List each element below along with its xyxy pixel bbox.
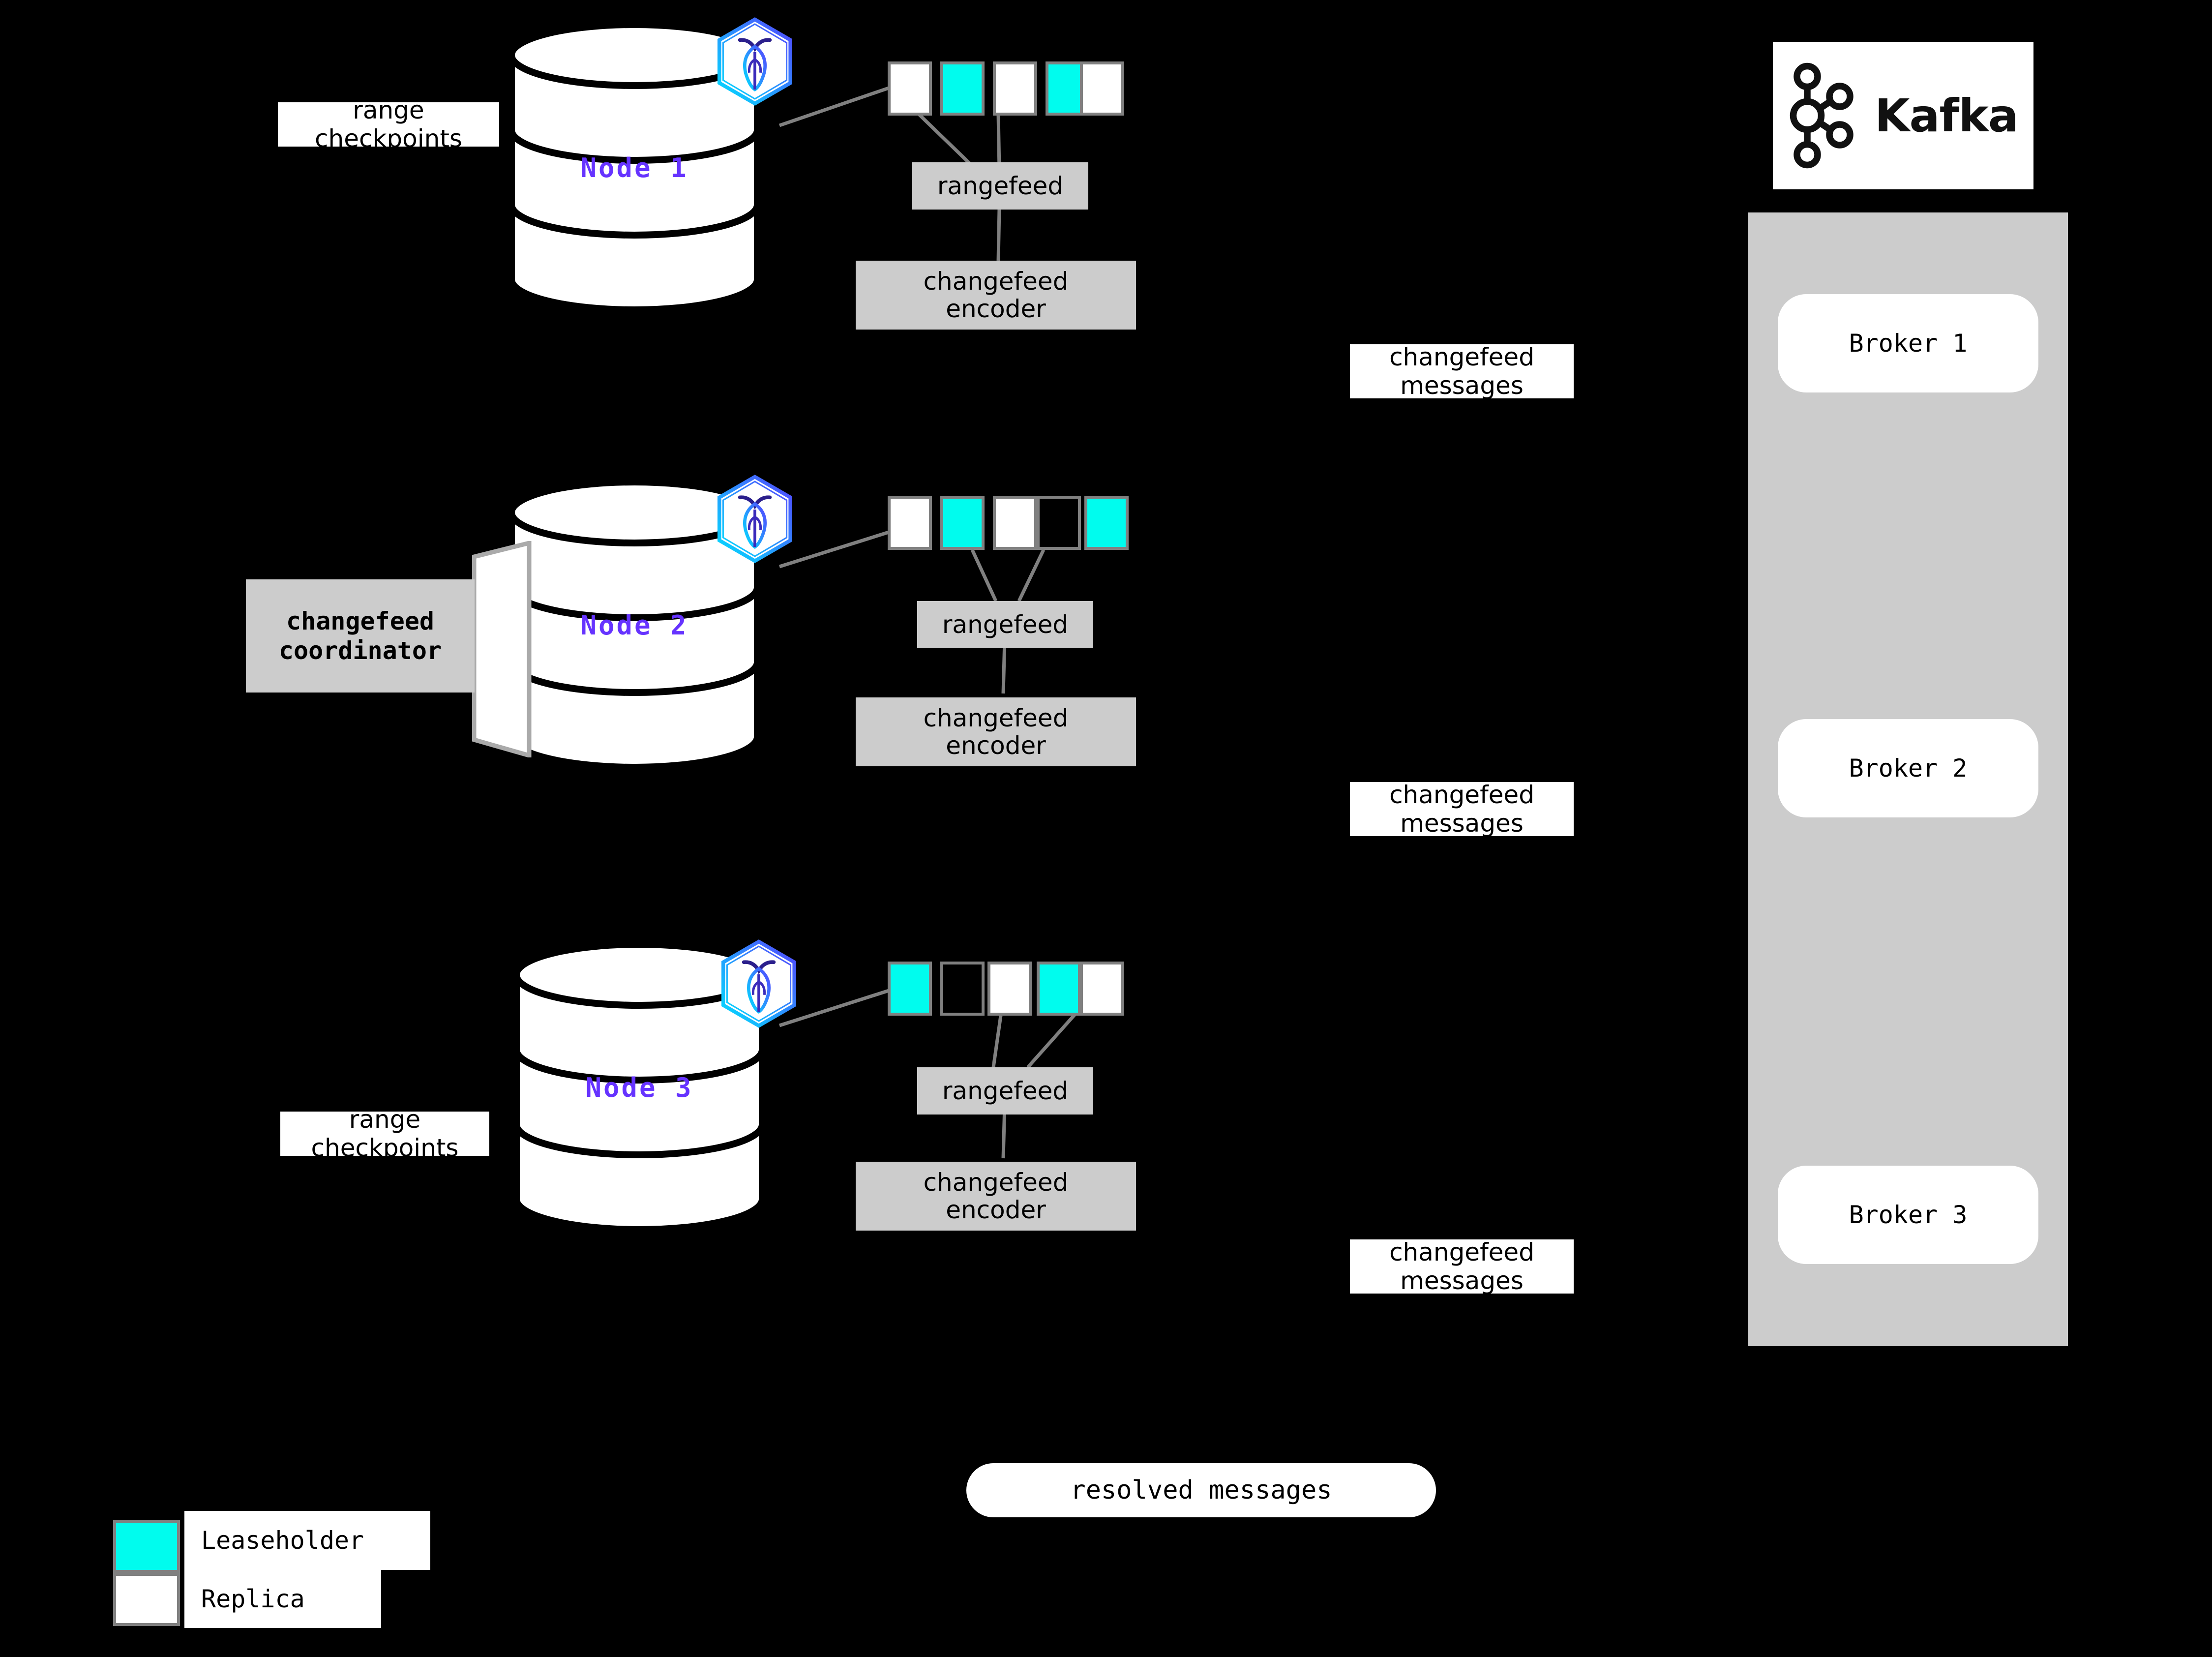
range-checkpoints-line1: range bbox=[349, 1105, 421, 1134]
range-checkpoints-line2: checkpoints bbox=[315, 124, 462, 153]
rangefeed-label: rangefeed bbox=[942, 1077, 1069, 1105]
legend-swatch-leaseholder bbox=[113, 1520, 180, 1573]
legend-swatch-replica bbox=[113, 1573, 180, 1626]
rangefeed-label: rangefeed bbox=[942, 610, 1069, 639]
rangefeed-label: rangefeed bbox=[937, 172, 1064, 200]
encoder-line2: encoder bbox=[946, 1196, 1046, 1224]
encoder-line1: changefeed bbox=[923, 1168, 1069, 1197]
range-box-replica[interactable] bbox=[993, 61, 1037, 116]
node-1-cylinder: Node 1 bbox=[507, 20, 762, 315]
range-checkpoints-line2: checkpoints bbox=[311, 1134, 459, 1162]
range-box-leaseholder[interactable] bbox=[888, 962, 932, 1016]
encoder-line2: encoder bbox=[946, 731, 1046, 760]
changefeed-coordinator-box[interactable]: changefeed coordinator bbox=[246, 579, 475, 693]
cockroachdb-hexagon-icon bbox=[712, 937, 806, 1030]
node-2-rangefeed-box[interactable]: rangefeed bbox=[917, 601, 1093, 648]
range-box-empty[interactable] bbox=[940, 962, 985, 1016]
kafka-brand-label: Kafka bbox=[1875, 89, 2019, 142]
broker-label: Broker 1 bbox=[1849, 329, 1968, 358]
edge-label-line2: messages bbox=[1400, 1266, 1524, 1295]
broker-1-box[interactable]: Broker 1 bbox=[1778, 294, 2038, 392]
kafka-nodes-icon bbox=[1790, 62, 1853, 169]
range-box-empty[interactable] bbox=[1037, 496, 1081, 550]
range-checkpoints-line1: range bbox=[353, 96, 424, 124]
broker-label: Broker 3 bbox=[1849, 1201, 1968, 1229]
changefeed-messages-label: changefeed messages bbox=[1350, 781, 1574, 838]
legend-label-leaseholder: Leaseholder bbox=[184, 1511, 430, 1570]
edge-label-line2: messages bbox=[1400, 371, 1524, 400]
node-3-rangefeed-box[interactable]: rangefeed bbox=[917, 1067, 1093, 1115]
edge-label-line1: changefeed bbox=[1389, 343, 1534, 371]
range-box-replica[interactable] bbox=[888, 61, 932, 116]
range-box-leaseholder[interactable] bbox=[1084, 496, 1129, 550]
cockroachdb-hexagon-icon bbox=[708, 15, 802, 108]
cockroachdb-hexagon-icon bbox=[708, 472, 802, 566]
coordinator-line2: coordinator bbox=[278, 636, 442, 665]
coordinator-line1: changefeed bbox=[286, 607, 435, 635]
node-3-range-checkpoints-label: range checkpoints bbox=[280, 1105, 489, 1162]
node-3-cylinder: Node 3 bbox=[511, 939, 767, 1235]
range-box-replica[interactable] bbox=[993, 496, 1037, 550]
node-3-label: Node 3 bbox=[585, 1072, 693, 1103]
changefeed-messages-label: changefeed messages bbox=[1350, 1238, 1574, 1295]
range-box-leaseholder[interactable] bbox=[1037, 962, 1081, 1016]
node-1-label: Node 1 bbox=[580, 152, 688, 183]
resolved-messages-pill[interactable]: resolved messages bbox=[966, 1463, 1436, 1517]
broker-label: Broker 2 bbox=[1849, 754, 1968, 783]
encoder-line2: encoder bbox=[946, 295, 1046, 323]
coordinator-callout-pointer bbox=[472, 541, 532, 757]
legend-text: Leaseholder bbox=[201, 1526, 364, 1555]
broker-3-box[interactable]: Broker 3 bbox=[1778, 1166, 2038, 1264]
edge-label-line1: changefeed bbox=[1389, 781, 1534, 809]
range-box-replica[interactable] bbox=[1080, 962, 1124, 1016]
range-box-leaseholder[interactable] bbox=[940, 61, 985, 116]
legend-text: Replica bbox=[201, 1585, 305, 1613]
node-2-label: Node 2 bbox=[580, 610, 688, 641]
node-3-changefeed-encoder-box[interactable]: changefeed encoder bbox=[856, 1162, 1136, 1231]
edge-label-line1: changefeed bbox=[1389, 1238, 1534, 1266]
resolved-messages-label: resolved messages bbox=[1070, 1476, 1332, 1505]
range-box-leaseholder[interactable] bbox=[940, 496, 985, 550]
node-2-changefeed-encoder-box[interactable]: changefeed encoder bbox=[856, 697, 1136, 766]
incoming-arrowhead bbox=[2068, 331, 2096, 353]
changefeed-messages-label: changefeed messages bbox=[1350, 343, 1574, 400]
encoder-line1: changefeed bbox=[923, 267, 1069, 296]
broker-2-box[interactable]: Broker 2 bbox=[1778, 719, 2038, 817]
kafka-logo-card: Kafka bbox=[1773, 42, 2033, 189]
node-1-changefeed-encoder-box[interactable]: changefeed encoder bbox=[856, 261, 1136, 330]
legend-label-replica: Replica bbox=[184, 1570, 381, 1628]
range-box-replica[interactable] bbox=[987, 962, 1032, 1016]
node-1-range-checkpoints-label: range checkpoints bbox=[278, 96, 499, 153]
edge-label-line2: messages bbox=[1400, 809, 1524, 838]
range-box-replica[interactable] bbox=[1080, 61, 1124, 116]
range-box-replica[interactable] bbox=[888, 496, 932, 550]
encoder-line1: changefeed bbox=[923, 704, 1069, 732]
node-1-rangefeed-box[interactable]: rangefeed bbox=[912, 162, 1088, 210]
